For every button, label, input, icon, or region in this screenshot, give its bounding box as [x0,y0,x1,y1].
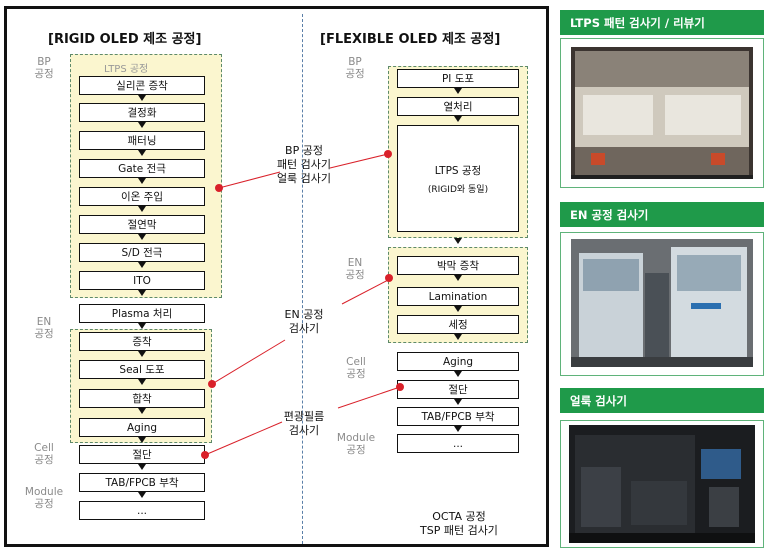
connector-dot-en-flex [385,274,393,282]
panel-header-ltps: LTPS 패턴 검사기 / 리뷰기 [560,10,764,35]
panel-header-en: EN 공정 검사기 [560,202,764,227]
callout-polarizer-inspection: 편광필름 검사기 [270,410,338,438]
callout-bp-inspection: BP 공정 패턴 검사기 얼룩 검사기 [268,144,340,186]
panel-header-mura: 얼룩 검사기 [560,388,764,413]
en-inspection-machine-photo [560,232,764,376]
connector-dot-cut-flex [396,383,404,391]
connector-dot-cut-rigid [201,451,209,459]
connector-dot-bp-rigid [215,184,223,192]
callout-en-inspection: EN 공정 검사기 [272,308,336,336]
ltps-inspection-machine-photo [560,38,764,188]
connector-dot-bp-flex [384,150,392,158]
mura-inspection-machine-photo [560,420,764,548]
callout-octa-inspection: OCTA 공정 TSP 패턴 검사기 [420,510,498,538]
connector-dot-en-rigid [208,380,216,388]
